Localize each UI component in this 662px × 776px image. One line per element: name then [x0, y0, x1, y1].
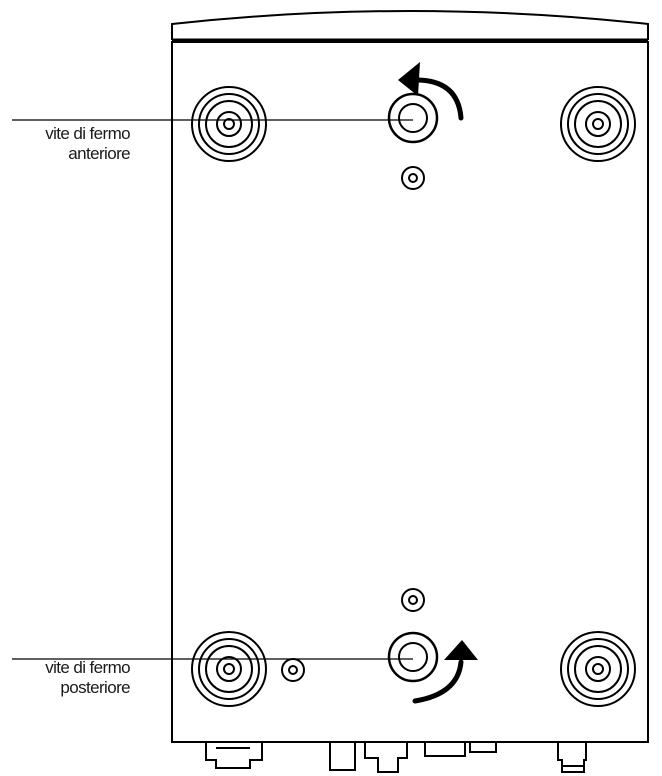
front-label-line2: anteriore: [68, 144, 130, 163]
small-screw-top: [401, 166, 425, 190]
small-screw-left: [281, 658, 305, 682]
bottom-connectors: [205, 742, 587, 773]
rear-locking-screw: [387, 631, 439, 683]
foot-bottom-left: [191, 631, 267, 707]
rear-label-line1: vite di fermo: [45, 658, 130, 677]
foot-top-left: [191, 86, 267, 162]
foot-bottom-right: [560, 631, 636, 707]
curved-arrow-counterclockwise-icon: [398, 62, 464, 121]
rear-label-line2: posteriore: [60, 678, 130, 697]
front-locking-screw-label: vite di fermo anteriore: [45, 124, 130, 164]
curved-arrow-clockwise-icon: [412, 640, 478, 704]
housing-body: [171, 41, 649, 743]
foot-top-right: [560, 86, 636, 162]
rear-locking-screw-label: vite di fermo posteriore: [45, 658, 130, 698]
front-label-line1: vite di fermo: [45, 124, 130, 143]
top-cover: [171, 10, 649, 40]
small-screw-bottom: [401, 588, 425, 612]
front-locking-screw: [387, 92, 439, 144]
